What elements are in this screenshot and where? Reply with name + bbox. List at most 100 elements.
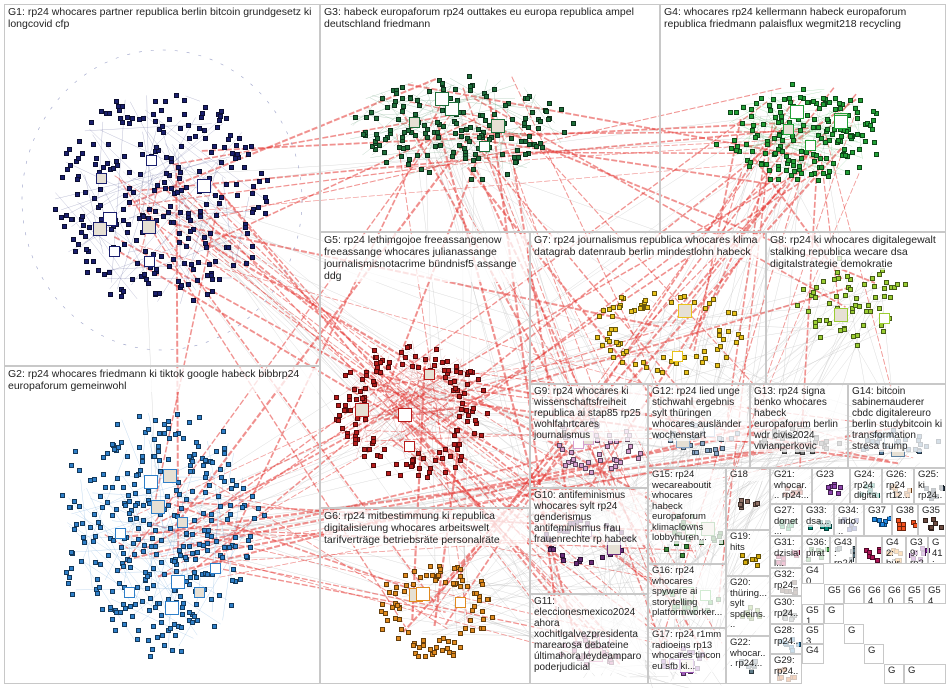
group-cell-g45[interactable] — [856, 536, 882, 564]
graph-node[interactable] — [233, 181, 239, 187]
group-cell-g38[interactable]: G38 — [892, 504, 918, 536]
group-cell-g4[interactable]: G4: whocares rp24 kellermann habeck euro… — [660, 4, 946, 232]
edge-grey — [484, 141, 617, 543]
group-cell-g14[interactable]: G14: bitcoin sabinemauderer cbdc digital… — [848, 384, 946, 468]
group-label-g35: G35 — [922, 505, 943, 517]
tiny-cell-0[interactable]: G5... — [824, 584, 844, 604]
graph-node[interactable] — [129, 115, 135, 121]
tiny-cell-12[interactable]: G — [884, 664, 904, 684]
graph-node[interactable] — [163, 186, 169, 192]
group-cell-g21[interactable]: G21: whocar... rp24... — [770, 468, 812, 504]
graph-node[interactable] — [152, 119, 158, 125]
group-cell-g39[interactable]: G39: rp24... — [906, 536, 928, 564]
graph-node[interactable] — [67, 163, 73, 169]
tiny-cell-13[interactable]: G — [904, 664, 946, 684]
group-cell-g30[interactable]: G30: rp24... — [770, 596, 802, 624]
group-cell-g43[interactable]: G43: rp24... — [830, 536, 856, 564]
graph-node[interactable] — [151, 187, 157, 193]
graph-node[interactable] — [130, 190, 136, 196]
group-cell-g7[interactable]: G7: rp24 journalismus republica whocares… — [530, 232, 766, 384]
group-label-g5: G5: rp24 lethimgojoe freeassangenow free… — [324, 234, 527, 282]
group-cell-g29[interactable]: G29: rp24... — [770, 654, 802, 684]
group-cell-g27[interactable]: G27: donet... — [770, 504, 802, 536]
edge-intra — [375, 415, 398, 442]
group-cell-g34[interactable]: G34: indo... — [834, 504, 864, 536]
group-label-g28: G28: rp24... — [774, 625, 799, 653]
graph-node[interactable] — [210, 288, 216, 294]
group-cell-g10[interactable]: G10: antifeminismus whocares sylt rp24 g… — [530, 488, 648, 594]
edge-intra — [350, 97, 409, 125]
group-cell-g1[interactable]: G1: rp24 whocares partner republica berl… — [4, 4, 320, 366]
group-cell-g3[interactable]: G3: habeck europaforum rp24 outtakes eu … — [320, 4, 660, 232]
graph-node[interactable] — [63, 212, 69, 218]
group-cell-g19[interactable]: G19: hits — [726, 530, 770, 576]
edge-red — [434, 117, 578, 644]
tiny-cell-5[interactable]: G54 — [924, 584, 946, 604]
tiny-cell-10[interactable]: G — [844, 624, 864, 644]
group-cell-g6[interactable]: G6: rp24 mitbestimmung ki republica digi… — [320, 508, 530, 684]
graph-node[interactable] — [161, 130, 167, 136]
edge-intra — [89, 128, 136, 174]
group-cell-g23[interactable]: G23 — [812, 468, 850, 504]
group-cell-g24[interactable]: G24: rp24 digita... — [850, 468, 882, 504]
graph-node[interactable] — [181, 111, 187, 117]
group-cell-g31[interactable]: G31: dzisial... — [770, 536, 802, 568]
tiny-cell-9[interactable]: G — [824, 604, 844, 624]
tiny-cell-3[interactable]: G60 — [884, 584, 904, 604]
tiny-cell-6[interactable]: G51 — [802, 604, 824, 624]
group-cell-g13[interactable]: G13: rp24 signa benko whocares habeck eu… — [750, 384, 848, 468]
group-cell-g15[interactable]: G15: rp24 wecareaboutit whocares habeck … — [648, 468, 726, 564]
tiny-cell-11[interactable]: G — [864, 644, 884, 664]
edge-intra — [831, 144, 834, 172]
edge-intra — [142, 131, 157, 207]
group-cell-g8[interactable]: G8: rp24 ki whocares digitalegewalt stal… — [766, 232, 946, 384]
group-cell-g28[interactable]: G28: rp24... — [770, 624, 802, 654]
graph-node[interactable] — [122, 241, 128, 247]
graph-node[interactable] — [195, 278, 201, 284]
group-cell-g22[interactable]: G22: whocar... rp24... — [726, 636, 770, 684]
graph-node[interactable] — [206, 261, 212, 267]
group-cell-g26[interactable]: G26: rp24 rt12... — [882, 468, 914, 504]
group-cell-g12[interactable]: G12: rp24 lied unge stichwahl ergebnis s… — [648, 384, 750, 468]
group-cell-g2[interactable]: G2: rp24 whocares friedmann ki tiktok go… — [4, 366, 320, 684]
tiny-cell-4[interactable]: G55 — [904, 584, 924, 604]
tiny-cell-7[interactable]: G53 — [802, 624, 824, 644]
group-label-g22: G22: whocar... rp24... — [730, 637, 767, 670]
graph-node[interactable] — [233, 143, 239, 149]
graph-node[interactable] — [204, 291, 210, 297]
edge-intra — [216, 534, 244, 538]
group-cell-g17[interactable]: G17: rp24 r1mm radioeins rp13 whocares t… — [648, 628, 726, 684]
group-cell-g36[interactable]: G36: pirat... — [802, 536, 830, 564]
tiny-cell-2[interactable]: G64 — [864, 584, 884, 604]
edge-red — [502, 151, 801, 155]
graph-node[interactable] — [257, 178, 263, 184]
group-cell-g42[interactable]: G42: bür... — [882, 536, 906, 564]
edge-intra — [155, 233, 249, 268]
graph-node[interactable] — [196, 260, 202, 265]
group-cell-g32[interactable]: G32: rp24... — [770, 568, 802, 596]
graph-node[interactable] — [230, 262, 236, 268]
tiny-cell-8[interactable]: G4 — [802, 644, 824, 664]
group-cell-g41[interactable]: G41: rp24... — [928, 536, 946, 564]
group-cell-g35[interactable]: G35 — [918, 504, 946, 536]
group-cell-g11[interactable]: G11: eleccionesmexico2024 ahora xochitlg… — [530, 594, 648, 684]
group-cell-g37[interactable]: G37 — [864, 504, 892, 536]
group-cell-g16[interactable]: G16: rp24 whocares spyware ai storytelli… — [648, 564, 726, 628]
group-cell-g33[interactable]: G33: dsa... — [802, 504, 834, 536]
group-cell-g40[interactable]: G40 — [802, 564, 824, 584]
graph-node[interactable] — [218, 159, 224, 165]
graph-node[interactable] — [73, 158, 79, 164]
edge-intra — [144, 109, 270, 204]
graph-node[interactable] — [214, 124, 220, 130]
group-cell-g5[interactable]: G5: rp24 lethimgojoe freeassangenow free… — [320, 232, 530, 508]
edge-intra — [369, 353, 418, 431]
edge-red — [693, 118, 742, 351]
graph-node[interactable] — [166, 117, 172, 123]
tiny-cell-1[interactable]: G6... — [844, 584, 864, 604]
group-cell-g25[interactable]: G25: ki rp24... — [914, 468, 946, 504]
group-cell-g9[interactable]: G9: rp24 whocares ki wissenschaftsfreihe… — [530, 384, 648, 488]
graph-node[interactable] — [151, 112, 157, 118]
edge-red — [413, 331, 654, 409]
group-cell-g20[interactable]: G20: thüring... sylt spdeins... — [726, 576, 770, 636]
group-cell-g18[interactable]: G18 — [726, 468, 770, 530]
